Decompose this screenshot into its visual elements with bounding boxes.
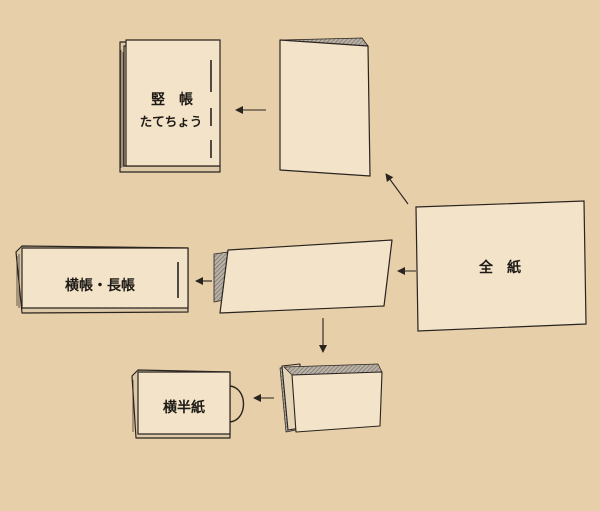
tatecho-book [119,39,221,173]
yokohanshi-label: 横半紙 [163,399,205,416]
tatecho-kana-label: たてちょう [140,114,203,129]
zenshi-sheet [415,200,587,332]
arrows [195,106,416,402]
zenshi-label: 全 紙 [478,259,521,276]
yokocho-label: 横帳・長帳 [65,277,135,294]
yokocho-book [15,245,189,314]
folded-sheet-small [279,363,383,433]
folded-sheet-vertical [279,37,371,177]
tatecho-kanji-label: 竪 帳 [151,91,193,108]
yokohanshi-book [131,369,245,439]
arrow-zenshi-to-vertical [385,173,409,205]
folded-sheet-horizontal [213,239,393,314]
